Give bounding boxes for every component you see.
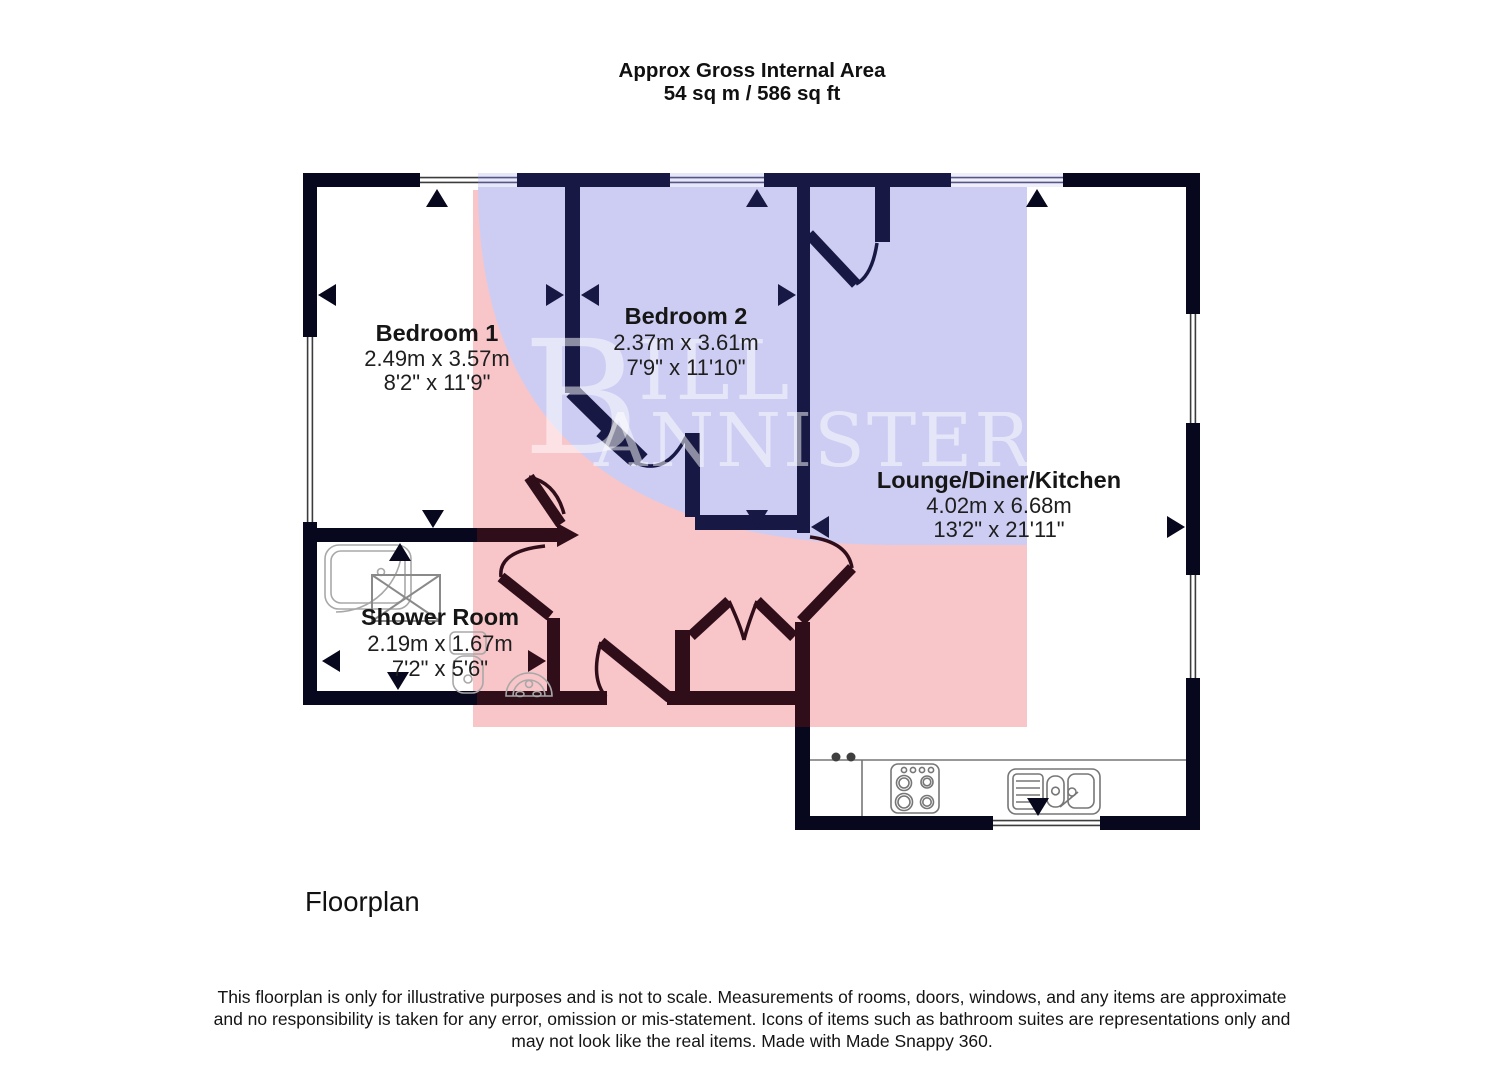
room-metric: 2.37m x 3.61m: [613, 330, 759, 355]
arrow-up-icon: [389, 543, 411, 561]
arrow-right-icon: [528, 650, 546, 672]
kitchen-fixtures: [810, 752, 1186, 816]
sink-icon: [1007, 768, 1101, 815]
room-labels: Bedroom 1 2.49m x 3.57m 8'2" x 11'9" Bed…: [361, 303, 1121, 681]
arrow-right-icon: [1167, 516, 1185, 538]
window-left: [303, 337, 317, 522]
bedroom2-door: [596, 427, 688, 468]
window-right-1: [1186, 314, 1200, 423]
arrow-left-icon: [318, 284, 336, 306]
hob-icon: [890, 763, 940, 814]
bedroom1-label: Bedroom 1 2.49m x 3.57m 8'2" x 11'9": [364, 320, 510, 395]
room-imperial: 7'2" x 5'6": [392, 656, 488, 681]
hall-bottom-door: [594, 637, 674, 703]
title-line-2: 54 sq m / 586 sq ft: [664, 82, 841, 105]
arrow-up-icon: [746, 189, 768, 207]
room-metric: 2.49m x 3.57m: [364, 346, 510, 371]
disclaimer-line-1: This floorplan is only for illustrative …: [218, 987, 1287, 1007]
page-title: Approx Gross Internal Area 54 sq m / 586…: [619, 59, 887, 105]
window-top-3: [951, 173, 1063, 187]
disclaimer: This floorplan is only for illustrative …: [214, 987, 1291, 1051]
watermark-line2: ANNISTER: [593, 398, 1032, 484]
counter-dot: [831, 752, 841, 762]
watermark-line1: ILL: [638, 324, 794, 419]
bedroom2-label: Bedroom 2 2.37m x 3.61m 7'9" x 11'10": [613, 303, 759, 380]
room-name: Bedroom 1: [376, 320, 499, 346]
window-top-1: [420, 173, 517, 187]
windows: [303, 173, 1200, 830]
floorplan-caption: Floorplan: [305, 886, 420, 917]
arrow-down-icon: [1027, 798, 1049, 816]
window-right-2: [1186, 575, 1200, 678]
window-top-2: [670, 173, 764, 187]
lounge-hall-door: [797, 535, 856, 625]
room-name: Bedroom 2: [625, 303, 748, 329]
arrow-left-icon: [581, 284, 599, 306]
watermark-text: B ILL ANNISTER: [523, 307, 1032, 491]
walls-pink-zone: [477, 523, 810, 727]
bedroom1-door: [524, 473, 566, 528]
room-imperial: 13'2" x 21'11": [933, 517, 1064, 542]
toilet-icon: [449, 631, 487, 694]
arrow-up-icon: [1026, 189, 1048, 207]
front-door: [804, 230, 879, 288]
wall-end-arrow: [557, 523, 579, 547]
shower-screen-icon: [371, 574, 441, 622]
room-name: Lounge/Diner/Kitchen: [877, 467, 1121, 493]
doors: [497, 230, 879, 703]
arrow-left-icon: [322, 650, 340, 672]
arrow-down-icon: [422, 510, 444, 528]
room-imperial: 8'2" x 11'9": [384, 370, 491, 395]
arrow-up-icon: [426, 189, 448, 207]
arrow-left-icon: [811, 516, 829, 538]
shower-room-door: [497, 544, 554, 621]
room-metric: 4.02m x 6.68m: [926, 493, 1072, 518]
arrow-down-icon: [387, 672, 409, 690]
measure-arrows: [318, 189, 1185, 816]
watermark-initial: B: [523, 307, 639, 491]
title-line-1: Approx Gross Internal Area: [619, 59, 887, 82]
room-imperial: 7'9" x 11'10": [626, 355, 745, 380]
arrow-right-icon: [778, 284, 796, 306]
room-name: Shower Room: [361, 604, 519, 630]
window-bottom: [993, 816, 1100, 830]
basin-icon: [505, 672, 553, 698]
room-metric: 2.19m x 1.67m: [367, 631, 513, 656]
disclaimer-line-3: may not look like the real items. Made w…: [511, 1031, 993, 1051]
shower-room-label: Shower Room 2.19m x 1.67m 7'2" x 5'6": [361, 604, 519, 681]
disclaimer-line-2: and no responsibility is taken for any e…: [214, 1009, 1291, 1029]
arrow-right-icon: [546, 284, 564, 306]
arrow-down-icon: [746, 510, 768, 528]
counter-dot: [846, 752, 856, 762]
double-door: [687, 596, 798, 641]
lounge-label: Lounge/Diner/Kitchen 4.02m x 6.68m 13'2"…: [877, 467, 1121, 542]
